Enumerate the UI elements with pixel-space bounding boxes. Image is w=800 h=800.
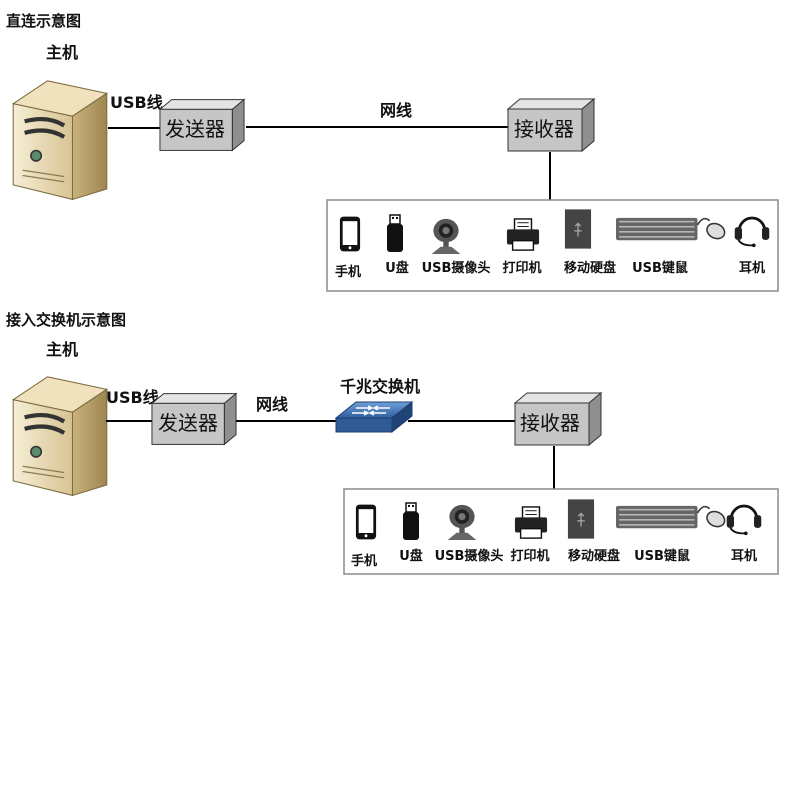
section-switch: 接入交换机示意图 主机 USB线 发送器 网线 千兆交换机 接收器 手机 U盘 … xyxy=(6,311,779,575)
receiver-label: 接收器 xyxy=(514,117,574,141)
phone-icon xyxy=(355,504,377,540)
section-direct: 直连示意图 主机 USB线 发送器 网线 接收器 手机 U盘 USB摄像头 打印… xyxy=(6,12,779,292)
usb-cable-label: USB线 xyxy=(110,93,163,112)
device-label: USB键鼠 xyxy=(634,548,690,564)
section-title: 接入交换机示意图 xyxy=(6,311,126,329)
device-label: 移动硬盘 xyxy=(564,260,616,276)
phone-icon xyxy=(339,216,361,252)
device-label: 打印机 xyxy=(502,260,541,276)
network-cable-label: 网线 xyxy=(380,101,412,120)
host-computer-icon xyxy=(13,377,107,496)
section-title: 直连示意图 xyxy=(6,12,81,30)
receiver-label: 接收器 xyxy=(520,411,580,435)
host-computer-icon xyxy=(13,81,107,200)
network-cable-label: 网线 xyxy=(256,395,288,414)
usb-drive-icon xyxy=(386,214,404,253)
device-label: 耳机 xyxy=(731,548,757,564)
network-switch-icon xyxy=(335,401,413,433)
device-label: 打印机 xyxy=(510,548,549,564)
device-label: USB摄像头 xyxy=(435,548,504,564)
switch-label: 千兆交换机 xyxy=(340,377,420,396)
device-label: 手机 xyxy=(335,264,361,280)
host-label: 主机 xyxy=(46,43,78,62)
device-label: U盘 xyxy=(385,260,409,276)
usb-cable-label: USB线 xyxy=(106,388,159,407)
sender-label: 发送器 xyxy=(158,411,218,435)
device-label: 手机 xyxy=(351,553,377,569)
device-label: 耳机 xyxy=(739,260,765,276)
device-label: 移动硬盘 xyxy=(568,548,620,564)
usb-drive-icon xyxy=(402,502,420,541)
sender-label: 发送器 xyxy=(165,117,225,141)
host-label: 主机 xyxy=(46,340,78,359)
device-label: USB键鼠 xyxy=(632,260,688,276)
device-label: USB摄像头 xyxy=(422,260,491,276)
device-label: U盘 xyxy=(399,548,423,564)
hard-drive-icon xyxy=(567,498,595,540)
hard-drive-icon xyxy=(564,208,592,250)
